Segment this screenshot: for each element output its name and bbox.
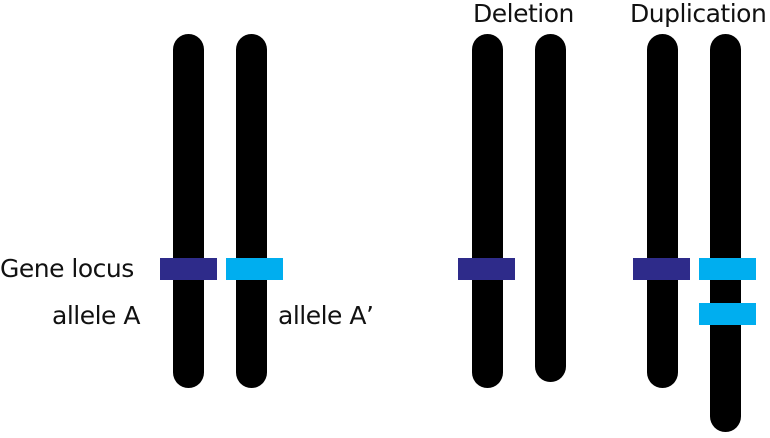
duplication-allele-a-prime-band-2 — [699, 303, 756, 325]
allele-a-prime-label: allele A’ — [278, 301, 374, 330]
chromosome-normal-right — [236, 34, 267, 388]
deletion-allele-a-band — [458, 258, 515, 280]
deletion-title: Deletion — [473, 0, 574, 28]
allele-a-label: allele A — [52, 301, 140, 330]
duplication-allele-a-prime-band-1 — [699, 258, 756, 280]
gene-locus-label: Gene locus — [0, 254, 134, 283]
chromosome-duplication-right — [710, 34, 741, 432]
allele-a-prime-band — [226, 258, 283, 280]
chromosome-deletion-right — [535, 34, 566, 382]
chromosome-normal-left — [173, 34, 204, 388]
duplication-allele-a-band — [633, 258, 690, 280]
allele-a-band — [160, 258, 217, 280]
chromosome-deletion-left — [472, 34, 503, 388]
duplication-title: Duplication — [630, 0, 767, 28]
chromosome-duplication-left — [647, 34, 678, 388]
